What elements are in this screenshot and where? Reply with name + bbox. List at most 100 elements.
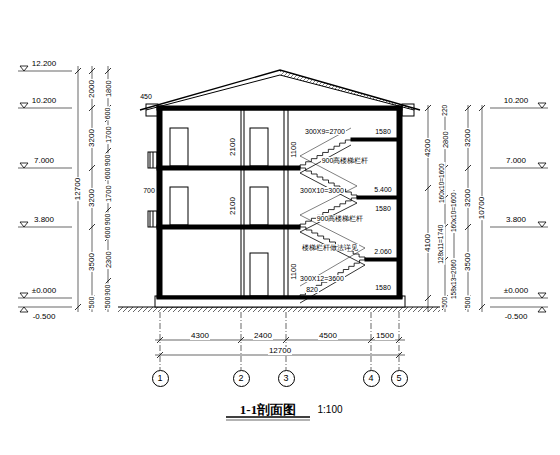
dimension-text: 220 xyxy=(442,104,449,117)
elevation-line xyxy=(18,168,72,169)
interior-wall xyxy=(288,110,289,296)
stair-slab xyxy=(300,232,365,265)
annotation-text: 1580 xyxy=(374,205,392,212)
dimension-tick xyxy=(396,352,402,358)
ground-slab xyxy=(157,296,402,299)
dimension-tick xyxy=(75,68,81,74)
grid-number: 5 xyxy=(396,374,401,383)
stair-landing xyxy=(365,258,397,261)
dimension-tick xyxy=(157,337,163,343)
annotation-text: 2400 xyxy=(253,332,273,340)
roof-slab xyxy=(157,106,402,110)
dimension-tick xyxy=(465,165,471,171)
dimension-tick xyxy=(465,105,471,111)
grid-number: 4 xyxy=(368,374,373,383)
elevation-marker xyxy=(538,222,546,227)
grid-number: 3 xyxy=(283,374,288,383)
grid-number: 2 xyxy=(238,374,243,383)
dimension-text: 2000 xyxy=(88,79,96,99)
roof-tile xyxy=(280,70,420,110)
elevation-line xyxy=(18,71,72,72)
annotation-text: 12.200 xyxy=(31,60,57,68)
annotation-text: ±0.000 xyxy=(31,287,57,295)
stair-handrail xyxy=(300,128,351,156)
dimension-text: 500 xyxy=(89,295,96,309)
dimension-tick xyxy=(368,337,374,343)
balcony-rail xyxy=(150,152,151,168)
door xyxy=(250,187,268,225)
stair-flight xyxy=(300,198,357,227)
elevation-line xyxy=(18,108,72,109)
dimension-tick xyxy=(157,352,163,358)
interior-wall xyxy=(244,110,245,296)
drawing-title: 1-1剖面图 xyxy=(240,403,296,416)
annotation-text: 楼梯栏杆做法详见 xyxy=(301,244,359,251)
annotation-text: 1:100 xyxy=(316,405,343,415)
annotation-text: 3.800 xyxy=(505,216,527,224)
annotation-text: 700 xyxy=(142,187,156,194)
dimension-tick xyxy=(75,304,81,310)
stair-flight xyxy=(300,260,365,298)
door xyxy=(170,187,188,225)
annotation-text: 3.800 xyxy=(33,216,55,224)
annotation-text: 10.200 xyxy=(503,97,529,105)
dimension-text: 10700 xyxy=(478,196,486,220)
elevation-marker xyxy=(20,222,28,227)
annotation-text: 5.400 xyxy=(373,186,393,193)
annotation-text: 1580 xyxy=(374,128,392,135)
annotation-text: 7.000 xyxy=(33,157,55,165)
floor-slab xyxy=(157,225,300,229)
annotation-text: 12700 xyxy=(268,347,292,355)
dimension-text: 900 xyxy=(105,153,112,167)
interior-wall xyxy=(284,110,285,296)
dimension-text: 1700 xyxy=(104,185,112,204)
annotation-text: 4500 xyxy=(318,332,338,340)
stair-flight xyxy=(300,140,351,168)
dimension-text: 2300 xyxy=(104,251,112,270)
elevation-marker xyxy=(20,293,28,298)
elevation-marker xyxy=(20,103,28,108)
dimension-text: 4100 xyxy=(424,233,432,253)
dimension-text: 3500 xyxy=(464,252,472,272)
dimension-tick xyxy=(89,165,95,171)
dimension-tick xyxy=(479,304,485,310)
annotation-text: -0.500 xyxy=(504,313,529,321)
elevation-line xyxy=(490,298,548,299)
dimension-text: 128x11=1740 xyxy=(439,223,446,264)
annotation-text: 300X10=3000 xyxy=(299,187,345,194)
elevation-line xyxy=(18,227,72,228)
elevation-marker xyxy=(538,307,546,312)
dimension-text: 1800 xyxy=(104,80,112,99)
dimension-text: 3200 xyxy=(464,188,472,208)
elevation-marker xyxy=(538,163,546,168)
dimension-tick xyxy=(465,224,471,230)
stair-landing xyxy=(351,138,397,141)
floor-slab xyxy=(157,166,300,170)
door xyxy=(250,128,268,166)
dimension-text: 1700 xyxy=(104,126,112,145)
dimension-tick xyxy=(89,105,95,111)
elevation-marker xyxy=(538,103,546,108)
stair-slab xyxy=(300,173,357,203)
dimension-text: 160x10=1600 xyxy=(451,191,458,233)
dimension-text: 4200 xyxy=(424,138,432,158)
dimension-tick xyxy=(89,68,95,74)
dimension-text: 900 xyxy=(105,212,112,226)
dimension-text: 600 xyxy=(105,166,112,180)
dimension-text: 3200 xyxy=(464,128,472,148)
wall-left xyxy=(157,106,162,298)
annotation-text: -0.500 xyxy=(32,313,57,321)
annotation-text: 1500 xyxy=(375,332,395,340)
roof-inner xyxy=(146,75,414,110)
balcony-rail xyxy=(150,211,151,227)
elevation-line xyxy=(490,227,548,228)
grid-bubble: 2 xyxy=(233,370,250,387)
wall-right xyxy=(397,106,402,298)
eave-right xyxy=(402,104,414,116)
elevation-line xyxy=(18,298,72,299)
dimension-text: 500 xyxy=(105,295,112,309)
annotation-text: 10.200 xyxy=(31,97,57,105)
foundation xyxy=(155,296,405,307)
grid-bubble: 5 xyxy=(391,370,408,387)
